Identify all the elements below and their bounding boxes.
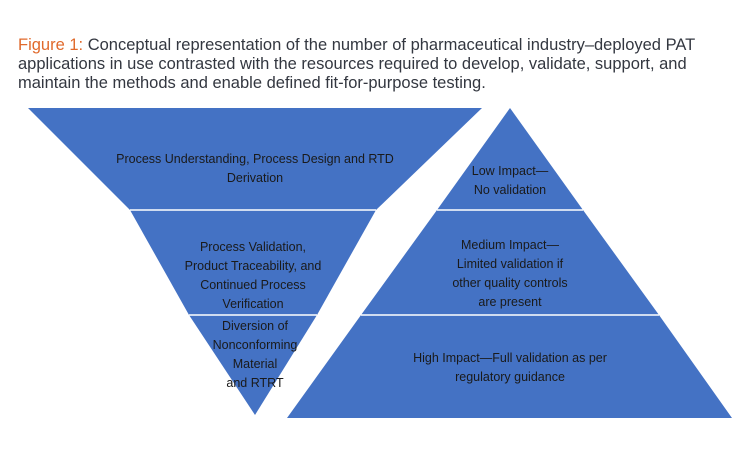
upright-tier-middle-label: Medium Impact— Limited validation if oth…	[452, 238, 568, 309]
inverted-tier-top-label: Process Understanding, Process Design an…	[116, 152, 394, 185]
figure-caption: Figure 1: Conceptual representation of t…	[18, 36, 718, 93]
inverted-tier-top	[28, 108, 482, 210]
upright-tier-middle	[361, 210, 659, 315]
upright-tier-bottom	[287, 315, 732, 418]
inverted-tier-bottom	[189, 315, 317, 415]
upright-tier-top	[437, 108, 583, 210]
upright-tier-top-label: Low Impact— No validation	[471, 164, 549, 197]
inverted-tier-middle	[130, 210, 376, 315]
figure-label: Figure 1:	[18, 36, 84, 54]
figure-caption-text: Conceptual representation of the number …	[18, 36, 695, 92]
upright-tier-bottom-label: High Impact—Full validation as per regul…	[413, 351, 607, 384]
inverted-tier-bottom-label: Diversion of Nonconforming Material and …	[212, 319, 298, 390]
inverted-tier-middle-label: Process Validation, Product Traceability…	[184, 240, 322, 311]
